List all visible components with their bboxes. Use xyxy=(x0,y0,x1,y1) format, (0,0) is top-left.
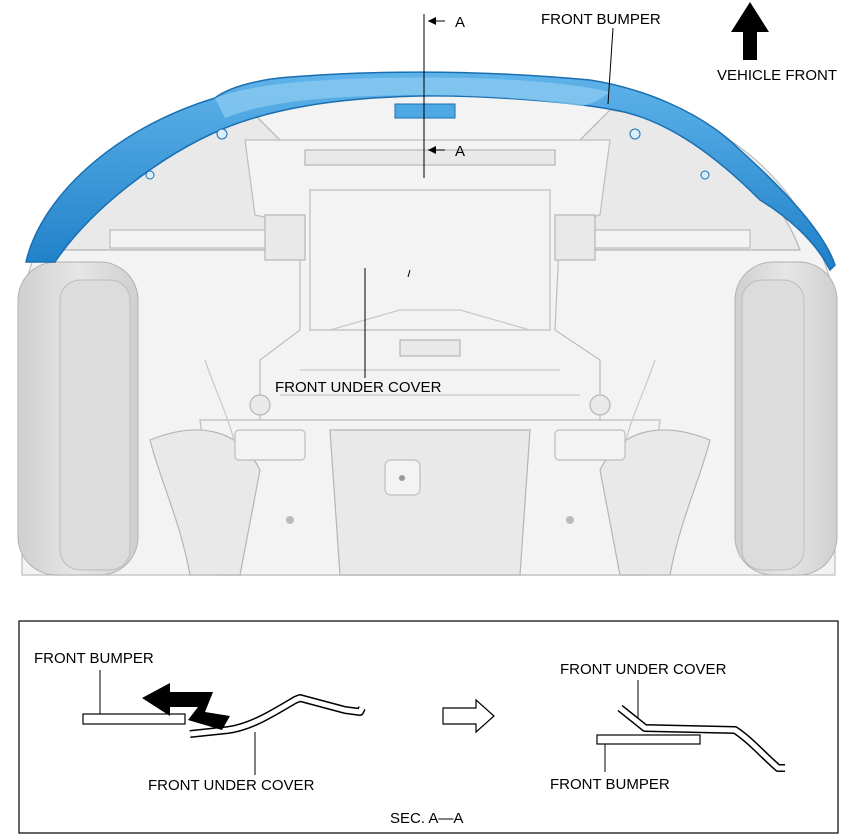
front-bumper-section-left xyxy=(82,713,186,725)
section-mark-top: A xyxy=(455,14,465,31)
label-front-bumper-left: FRONT BUMPER xyxy=(34,650,154,667)
front-bumper xyxy=(25,71,836,272)
section-left: FRONT BUMPER FRONT UNDER COVER xyxy=(34,650,366,794)
section-mark-bottom: A xyxy=(455,143,465,160)
section-arrow-bottom xyxy=(428,146,445,154)
underside-view: A A FRONT BUMPER VEHICLE FRONT FRONT UND… xyxy=(17,2,838,576)
transition-arrow xyxy=(442,698,495,734)
section-right: FRONT UNDER COVER FRONT BUMPER xyxy=(550,661,785,793)
section-caption: SEC. A—A xyxy=(390,810,463,827)
label-front-under-cover-top: FRONT UNDER COVER xyxy=(275,379,442,396)
section-arrow-top xyxy=(428,17,445,25)
label-front-under-cover-left: FRONT UNDER COVER xyxy=(148,777,315,794)
removal-direction-arrow xyxy=(142,683,230,730)
front-bumper-section-right xyxy=(596,734,701,745)
section-view-panel: FRONT BUMPER FRONT UNDER COVER FRONT UND… xyxy=(18,620,839,834)
vehicle-front-arrow xyxy=(731,2,769,60)
label-front-under-cover-right: FRONT UNDER COVER xyxy=(560,661,727,678)
label-vehicle-front: VEHICLE FRONT xyxy=(717,67,837,84)
label-front-bumper-top: FRONT BUMPER xyxy=(541,11,661,28)
label-front-bumper-right: FRONT BUMPER xyxy=(550,776,670,793)
